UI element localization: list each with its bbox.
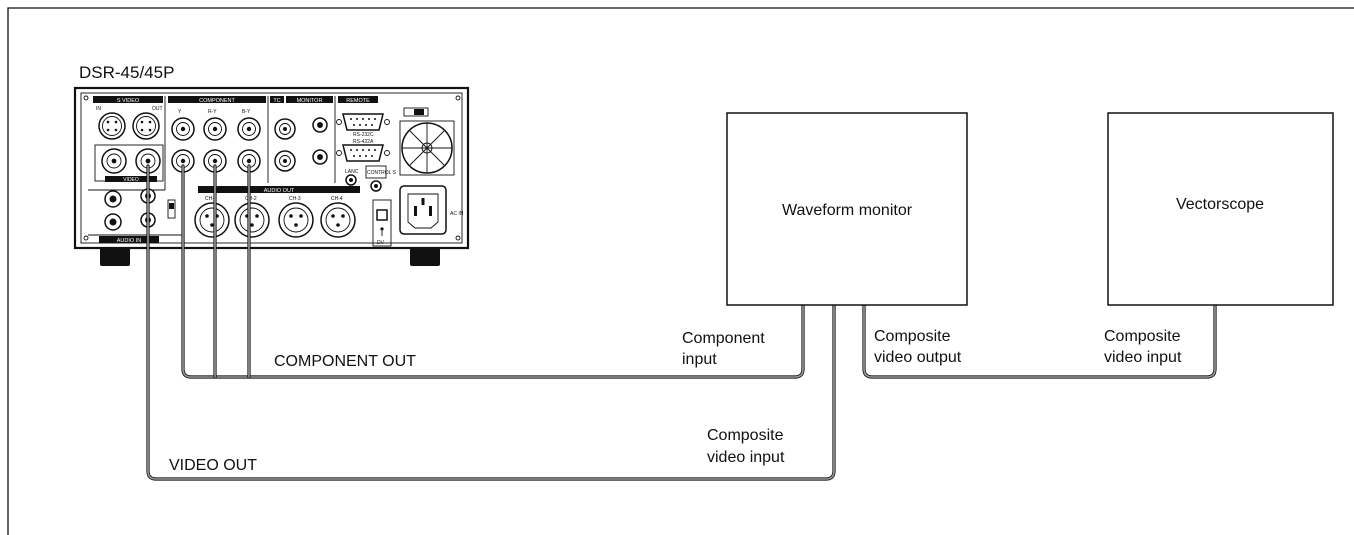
rs-select-switch <box>403 107 429 117</box>
waveform-monitor-box: Waveform monitor <box>726 112 968 306</box>
s-video-in-connector <box>98 112 126 140</box>
component-out-label: COMPONENT OUT <box>274 353 416 370</box>
s-video-in-label: IN <box>96 106 101 112</box>
waveform-to-vectorscope-cable <box>862 303 1217 379</box>
deck-model-label: DSR-45/45P <box>79 63 174 82</box>
component-out-cable <box>181 164 805 379</box>
ac-inlet <box>399 185 447 235</box>
component-in-y-connector <box>171 117 195 141</box>
wfm-component-input-label-line1: Component <box>682 330 765 347</box>
wfm-composite-output-label-line2: video output <box>874 349 962 366</box>
control-s-label: CONTROL S <box>367 170 397 176</box>
audio-out-ch3-xlr <box>278 202 314 238</box>
vs-composite-input-label-line1: Composite <box>1104 328 1181 345</box>
vs-composite-input-label-line2: video input <box>1104 349 1182 366</box>
tc-header-label: TC <box>273 98 280 104</box>
waveform-monitor-label: Waveform monitor <box>782 202 913 219</box>
dv-port <box>372 199 392 247</box>
deck-foot-right <box>410 246 440 266</box>
ac-in-label: AC IN <box>450 211 464 217</box>
deck-foot-left <box>100 246 130 266</box>
audio-in-ch1-jack <box>104 190 122 208</box>
vectorscope-box: Vectorscope <box>1107 112 1334 306</box>
audio-out-ch3-label: CH-3 <box>289 196 301 202</box>
remote-header <box>338 96 378 103</box>
deck-inner-panel <box>80 92 463 244</box>
tc-out-connector <box>274 150 296 172</box>
audio-level-switch <box>167 199 176 219</box>
audio-out-ch4-xlr <box>320 202 356 238</box>
wfm-composite-input-label-line1: Composite <box>707 427 784 444</box>
audio-out-ch2-xlr <box>234 202 270 238</box>
video-out-label: VIDEO OUT <box>169 457 257 474</box>
audio-out-header <box>198 186 360 193</box>
video-out-cable <box>146 164 836 481</box>
lanc-label: LANC <box>345 169 359 175</box>
component-header <box>168 96 266 103</box>
tc-in-connector <box>274 118 296 140</box>
wfm-composite-output-label-line1: Composite <box>874 328 951 345</box>
audio-out-ch1-xlr <box>194 202 230 238</box>
vectorscope-label: Vectorscope <box>1176 196 1264 213</box>
s-video-out-connector <box>132 112 160 140</box>
lanc-jack <box>345 174 357 186</box>
audio-out-ch2-label: CH-2 <box>245 196 257 202</box>
wfm-component-input-label-line2: input <box>682 351 717 368</box>
wfm-composite-input-label-line2: video input <box>707 449 785 466</box>
s-video-header <box>93 96 163 103</box>
video-section-label: VIDEO <box>123 177 139 183</box>
audio-out-header-label: AUDIO OUT <box>264 188 295 194</box>
component-ry-label: R-Y <box>208 109 217 115</box>
component-header-label: COMPONENT <box>199 98 235 104</box>
rs-422a-label: RS-422A <box>353 139 374 145</box>
s-video-header-label: S VIDEO <box>117 98 140 104</box>
rs-232c-label: RS-232C <box>353 132 374 138</box>
audio-out-ch1-label: CH-1 <box>205 196 217 202</box>
dv-label: DV <box>377 240 385 246</box>
audio-out-ch4-label: CH-4 <box>331 196 343 202</box>
component-by-label: B-Y <box>242 109 251 115</box>
component-y-label: Y <box>178 109 182 115</box>
s-video-out-label: OUT <box>152 106 163 112</box>
figure-frame <box>7 7 1354 535</box>
cooling-fan <box>399 120 455 176</box>
remote-header-label: REMOTE <box>346 98 370 104</box>
audio-in-ch2-jack <box>104 213 122 231</box>
video-in-connector <box>101 148 127 174</box>
control-s-jack <box>370 180 382 192</box>
component-in-ry-connector <box>203 117 227 141</box>
component-in-by-connector <box>237 117 261 141</box>
rs-232c-connector <box>336 113 390 131</box>
audio-in-label: AUDIO IN <box>117 238 141 244</box>
rs-422a-connector <box>336 144 390 162</box>
dsr-45-rear-panel: S VIDEO COMPONENT TC MONITOR REMOTE IN O… <box>73 86 470 266</box>
monitor-jack-bottom <box>312 149 328 165</box>
tc-header <box>270 96 284 103</box>
monitor-jack-top <box>312 117 328 133</box>
monitor-header-label: MONITOR <box>297 98 323 104</box>
monitor-header <box>286 96 333 103</box>
